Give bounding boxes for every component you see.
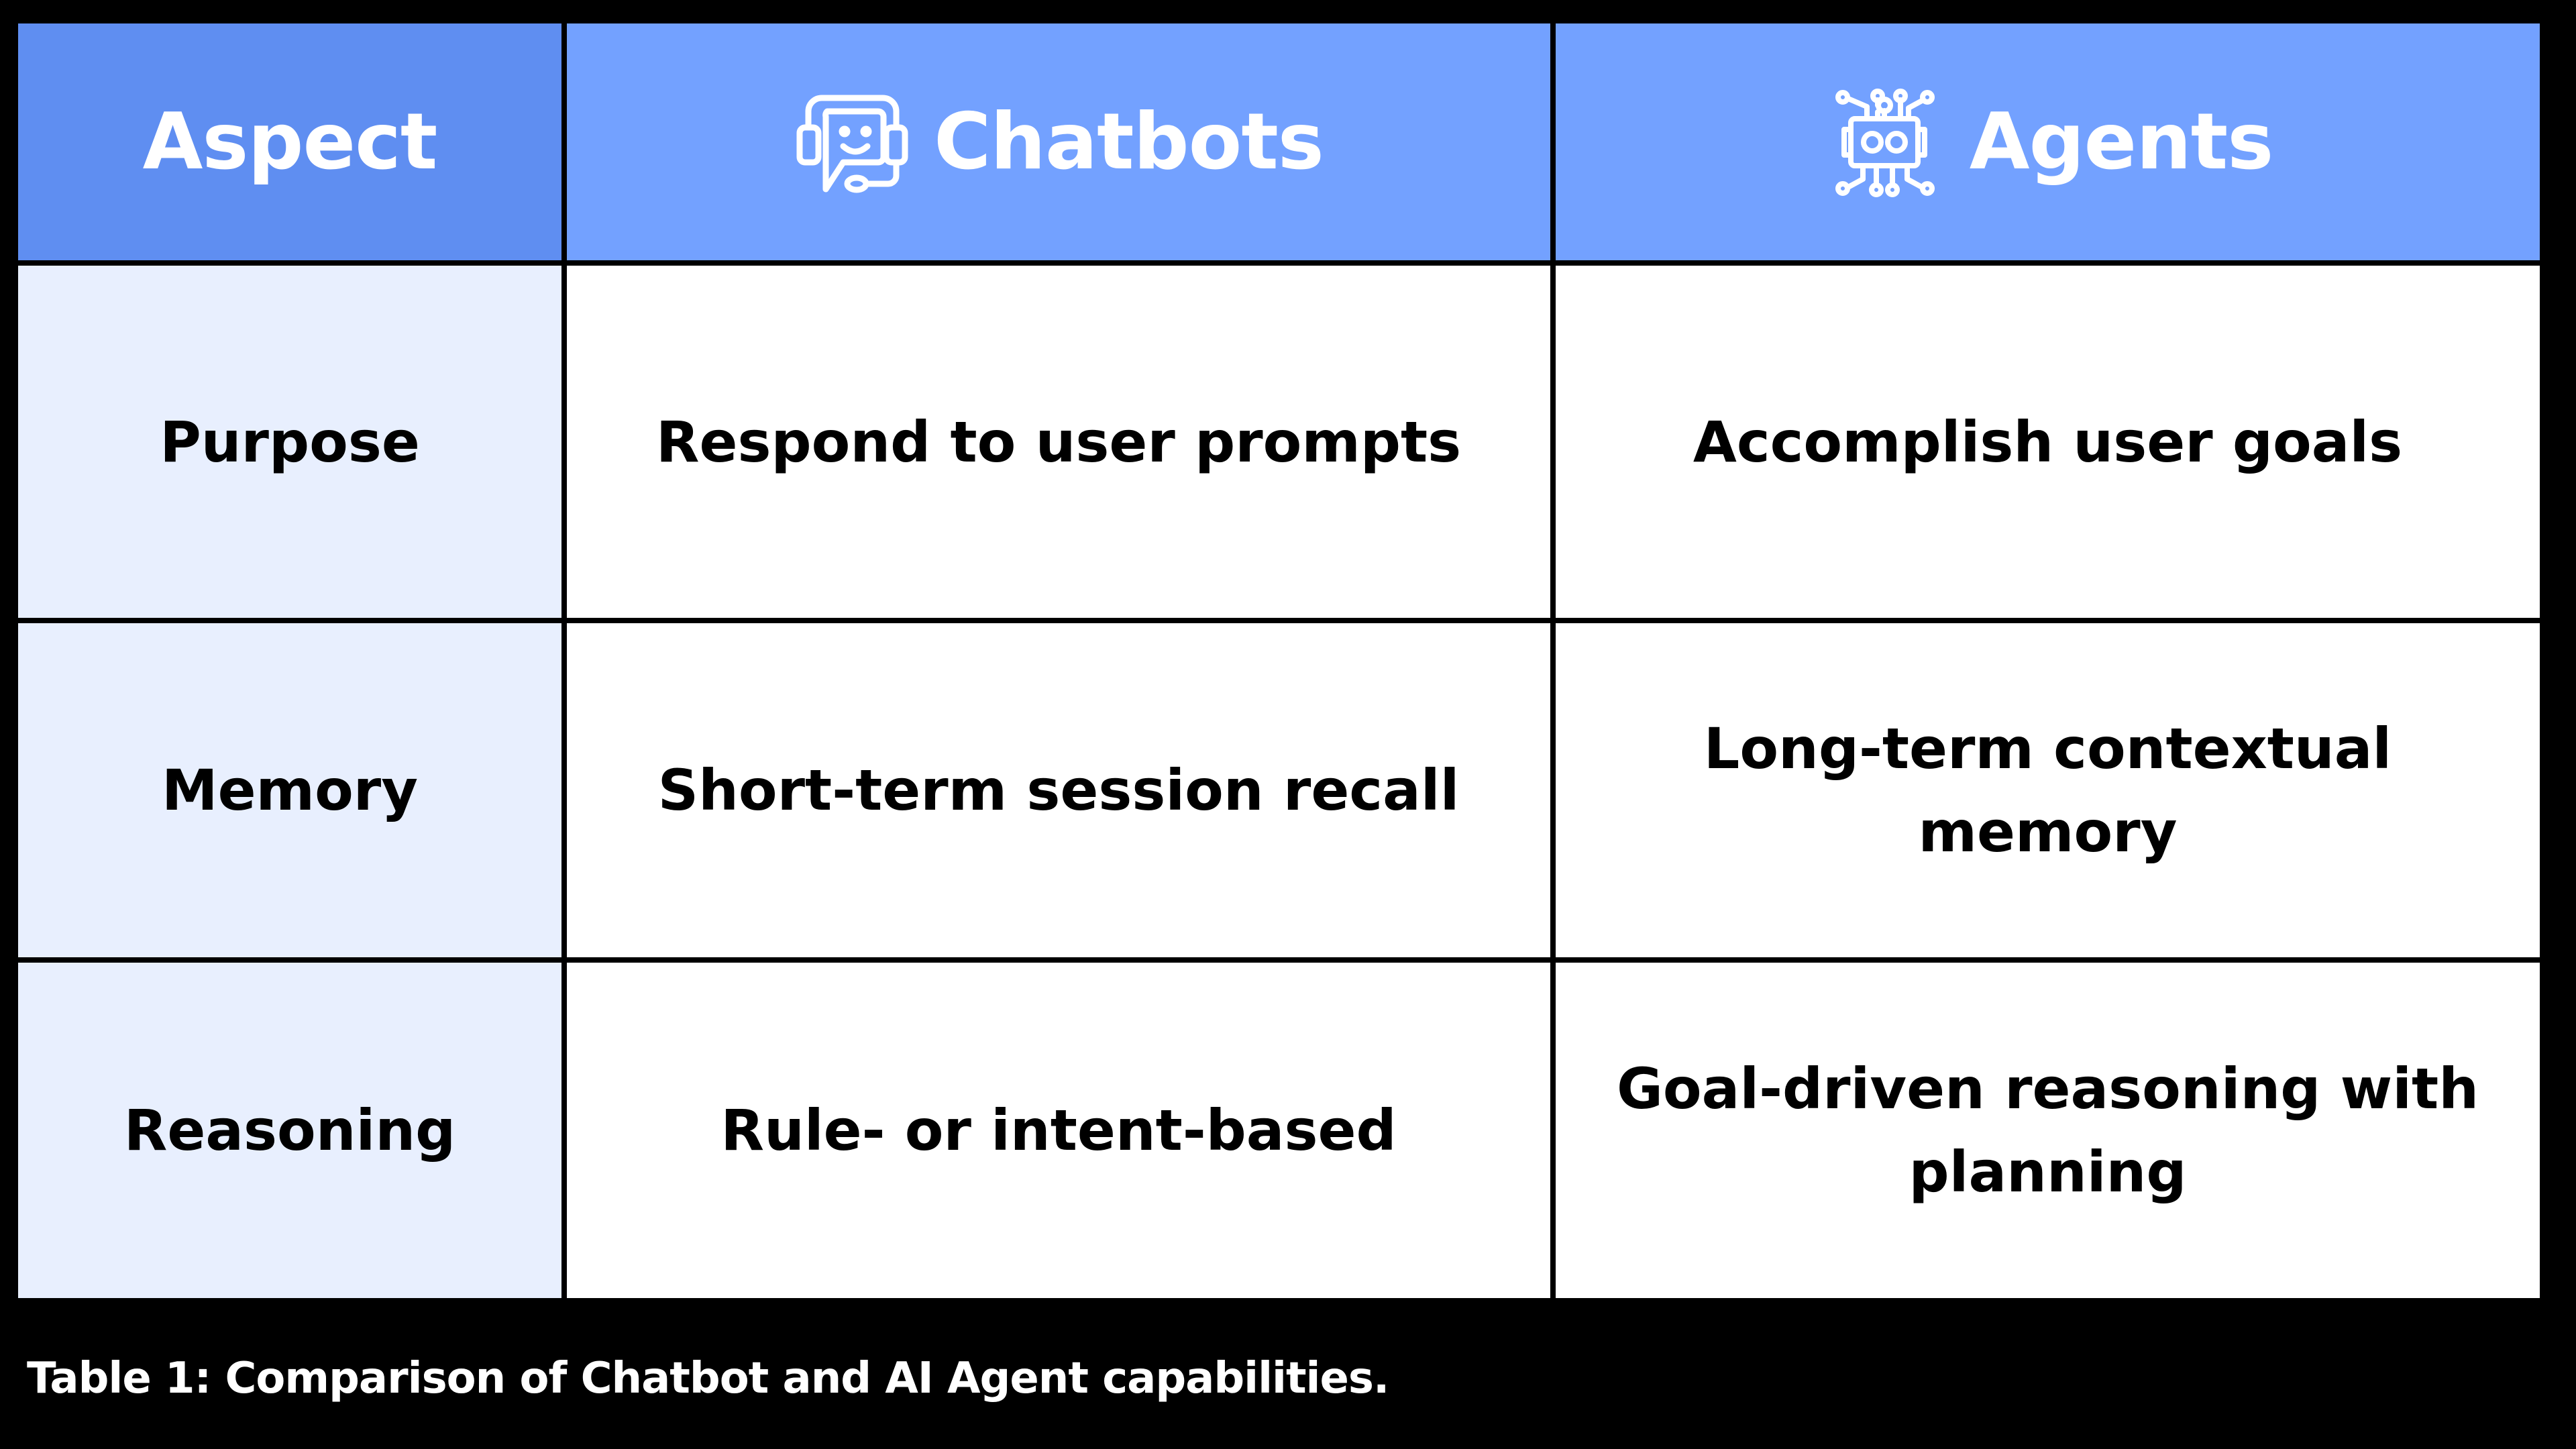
header-chatbots: Chatbots bbox=[567, 23, 1550, 260]
header-aspect: Aspect bbox=[18, 23, 561, 260]
agents-value: Goal-driven reasoning with planning bbox=[1616, 1056, 2479, 1205]
chatbots-value: Rule- or intent-based bbox=[720, 1097, 1397, 1163]
aspect-label: Reasoning bbox=[123, 1097, 456, 1163]
table-caption: Table 1: Comparison of Chatbot and AI Ag… bbox=[27, 1354, 1389, 1403]
robot-circuit-icon bbox=[1835, 89, 1935, 197]
agents-value: Accomplish user goals bbox=[1693, 409, 2403, 475]
header-aspect-label: Aspect bbox=[142, 97, 438, 187]
row-purpose-chatbots: Respond to user prompts bbox=[567, 266, 1550, 618]
header-chatbots-label: Chatbots bbox=[934, 97, 1324, 187]
agents-value: Long-term contextual memory bbox=[1703, 716, 2392, 865]
row-memory-agents: Long-term contextual memory bbox=[1556, 623, 2540, 957]
row-reasoning-agents: Goal-driven reasoning with planning bbox=[1556, 963, 2540, 1298]
row-reasoning-aspect: Reasoning bbox=[18, 963, 561, 1298]
aspect-label: Memory bbox=[162, 757, 418, 823]
chatbot-headset-icon bbox=[796, 95, 908, 193]
header-agents: Agents bbox=[1556, 23, 2540, 260]
row-memory-chatbots: Short-term session recall bbox=[567, 623, 1550, 957]
row-memory-aspect: Memory bbox=[18, 623, 561, 957]
comparison-table: Aspect Chatbots bbox=[18, 23, 2540, 1299]
row-reasoning-chatbots: Rule- or intent-based bbox=[567, 963, 1550, 1298]
chatbots-value: Respond to user prompts bbox=[655, 409, 1462, 475]
row-purpose-agents: Accomplish user goals bbox=[1556, 266, 2540, 618]
aspect-label: Purpose bbox=[160, 409, 420, 475]
row-purpose-aspect: Purpose bbox=[18, 266, 561, 618]
header-agents-label: Agents bbox=[1969, 97, 2274, 187]
chatbots-value: Short-term session recall bbox=[657, 757, 1460, 823]
